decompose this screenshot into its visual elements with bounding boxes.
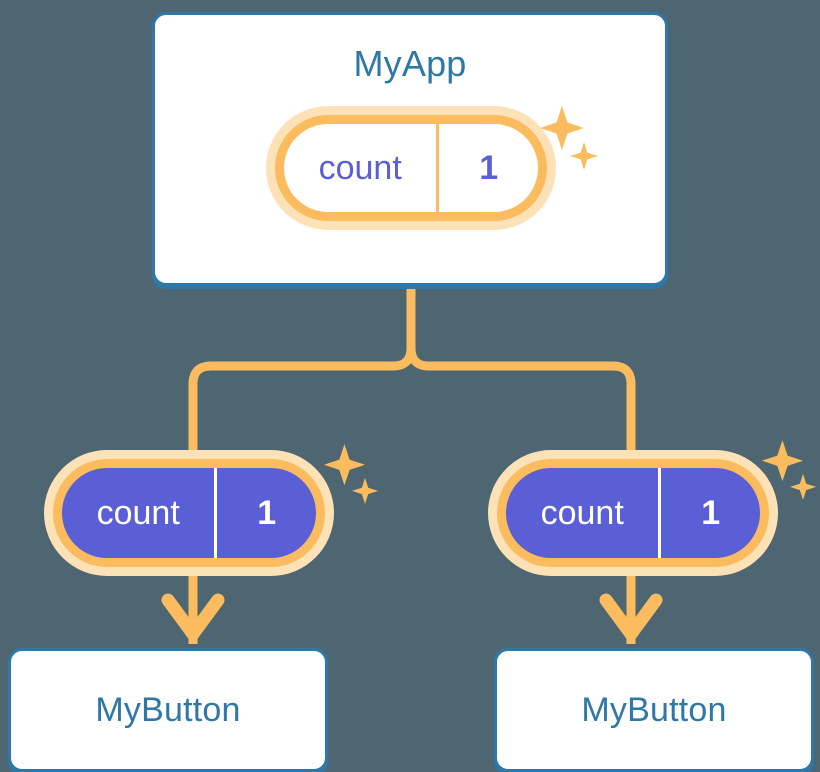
state-value-label: 1 <box>436 124 538 212</box>
component-card-mybutton-right[interactable]: MyButton <box>494 648 814 772</box>
state-pill-left-body: count 1 <box>53 459 325 567</box>
state-pill-right[interactable]: count 1 <box>488 450 778 576</box>
connector-split-to-right-state <box>406 347 636 462</box>
state-key-label: count <box>318 149 402 187</box>
arrowhead-right-icon <box>599 593 663 641</box>
sparkle-small-icon <box>789 473 817 500</box>
arrowhead-left-icon <box>161 593 225 641</box>
state-key-label: count <box>96 494 180 532</box>
sparkle-large-icon <box>323 444 366 486</box>
component-label: MyButton <box>95 690 241 729</box>
state-key-label: count <box>540 494 624 532</box>
connector-split-to-left-state <box>188 347 416 462</box>
state-value-label: 1 <box>658 468 760 558</box>
component-card-mybutton-left[interactable]: MyButton <box>8 648 328 772</box>
state-value-label: 1 <box>214 468 316 558</box>
sparkle-small-icon <box>351 477 379 504</box>
state-pill-left[interactable]: count 1 <box>44 450 334 576</box>
state-pill-root-body: count 1 <box>275 115 547 221</box>
sparkle-large-icon <box>761 440 804 482</box>
page-title: MyApp <box>353 43 467 84</box>
state-pill-root[interactable]: count 1 <box>266 106 556 230</box>
component-label: MyButton <box>581 690 727 729</box>
state-pill-right-body: count 1 <box>497 459 769 567</box>
